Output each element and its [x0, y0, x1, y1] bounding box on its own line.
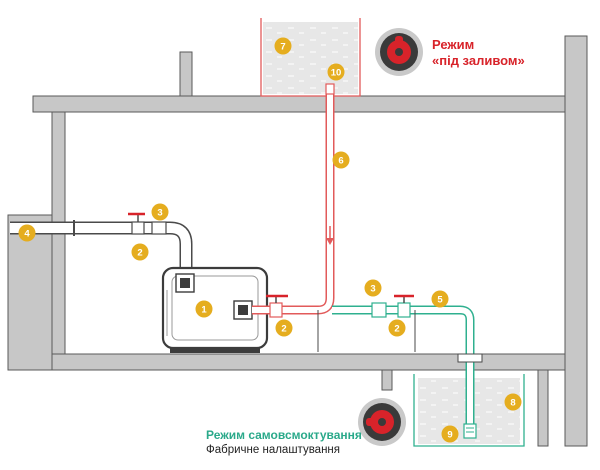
flow-arrow: [326, 238, 334, 245]
svg-text:4: 4: [24, 229, 30, 240]
lower-tank-outline: [413, 374, 525, 447]
pump-base: [170, 347, 260, 353]
floor-slab: [51, 353, 575, 371]
svg-text:9: 9: [447, 430, 452, 441]
svg-text:3: 3: [370, 284, 375, 295]
self-priming-mode-label: Режим самовсмоктування: [206, 428, 362, 442]
flooded-mode-label-line2: «під заливом»: [432, 52, 525, 68]
building-walls: [7, 35, 588, 447]
flooded-mode-dial: [375, 28, 423, 76]
upper-tank-inlet: [325, 83, 335, 95]
upper-tank-outline: [260, 18, 361, 97]
self-priming-mode-dial: [358, 398, 406, 446]
right-wall: [564, 35, 588, 447]
flooded-mode-label: Режим «під заливом»: [432, 37, 525, 68]
callout-2-left: 2: [131, 243, 149, 261]
callout-3-green: 3: [364, 279, 382, 297]
svg-text:2: 2: [394, 324, 399, 335]
svg-text:8: 8: [510, 398, 515, 409]
svg-text:3: 3: [157, 208, 162, 219]
green-union: [371, 302, 387, 318]
self-priming-pipe: [332, 294, 483, 439]
red-valve: [269, 302, 283, 318]
foot-valve: [463, 423, 477, 439]
callouts: 1 2 2 2 3 3 4 5 6 7 8 9 10: [18, 37, 522, 443]
callout-10: 10: [327, 63, 345, 81]
upper-tank-bubbles: [263, 22, 358, 94]
left-union: [151, 221, 167, 235]
callout-4: 4: [18, 224, 36, 242]
callout-8: 8: [504, 393, 522, 411]
upper-tank: [260, 18, 361, 97]
floor-sleeve: [457, 353, 483, 363]
flooded-mode-label-line1: Режим: [432, 37, 475, 52]
svg-text:6: 6: [338, 156, 343, 167]
svg-text:2: 2: [137, 248, 142, 259]
factory-setting-label: Фабричне налаштування: [206, 444, 341, 456]
callout-2-red: 2: [275, 319, 293, 337]
svg-text:7: 7: [280, 42, 285, 53]
svg-text:1: 1: [201, 305, 207, 316]
roof-post: [179, 51, 193, 97]
svg-text:5: 5: [437, 295, 443, 306]
green-valve: [397, 302, 411, 318]
left-valve: [131, 221, 145, 235]
svg-text:2: 2: [281, 324, 286, 335]
sump-wall-right: [537, 369, 549, 447]
roof-slab: [32, 95, 575, 113]
callout-9: 9: [441, 425, 459, 443]
pump: [161, 266, 269, 353]
callout-7: 7: [274, 37, 292, 55]
callout-6: 6: [332, 151, 350, 169]
callout-1: 1: [195, 300, 213, 318]
callout-5: 5: [431, 290, 449, 308]
left-wall: [51, 111, 66, 359]
sump-wall-left: [381, 369, 393, 391]
left-pipe: [10, 212, 193, 272]
callout-2-green: 2: [388, 319, 406, 337]
flooded-pipe: [252, 83, 335, 352]
callout-3-left: 3: [151, 203, 169, 221]
svg-text:10: 10: [331, 68, 342, 79]
